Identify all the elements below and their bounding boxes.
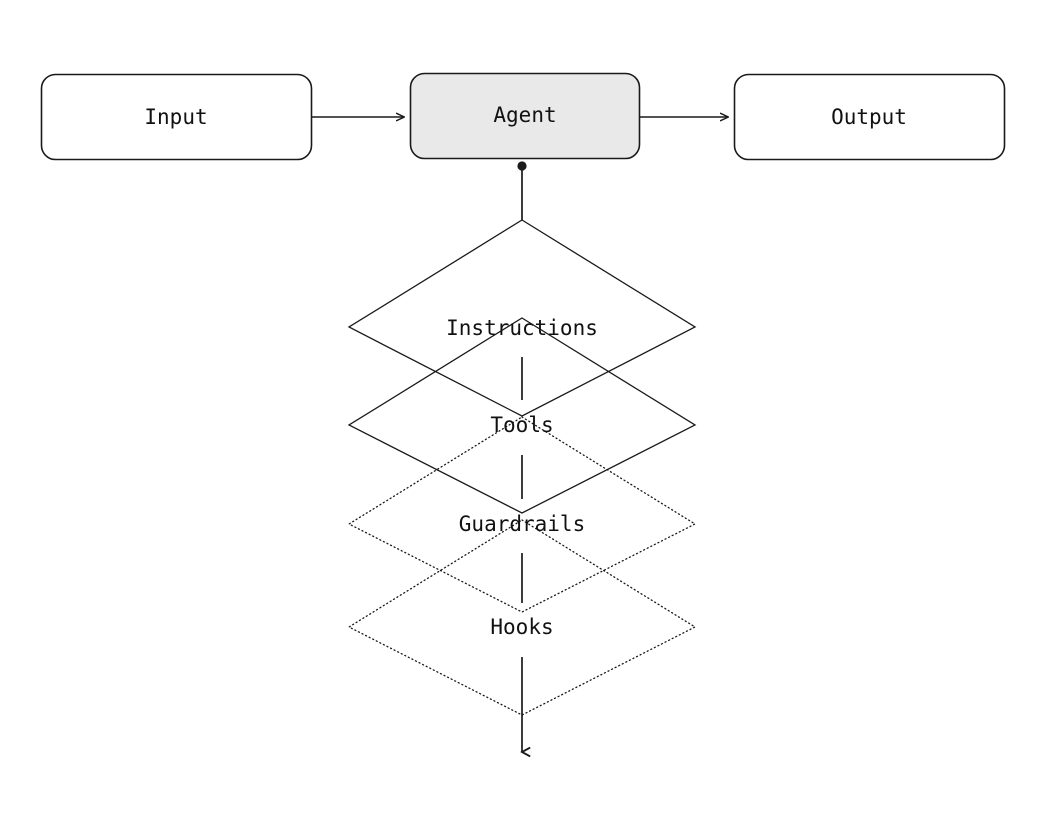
input-box-shape: [40, 73, 313, 161]
layer-hooks[interactable]: Hooks: [347, 519, 697, 716]
output-box-label: Output: [831, 105, 907, 129]
tools-diamond-shape: [347, 317, 697, 514]
agent-box-shape: [409, 72, 641, 160]
guardrails-diamond-shape: [347, 416, 697, 613]
spine-origin-dot: [517, 161, 527, 171]
layer-guardrails[interactable]: Guardrails: [347, 416, 697, 613]
flow-node-output[interactable]: Output: [733, 73, 1006, 161]
hooks-diamond-shape: [347, 519, 697, 716]
input-box-label: Input: [144, 105, 207, 129]
guardrails-label: Guardrails: [459, 512, 585, 536]
instructions-label: Instructions: [446, 316, 598, 340]
flow-node-agent[interactable]: Agent: [409, 72, 641, 160]
layer-tools[interactable]: Tools: [347, 317, 697, 514]
instructions-diamond-shape: [347, 219, 697, 417]
layer-instructions[interactable]: Instructions: [347, 219, 697, 417]
flow-node-input[interactable]: Input: [40, 73, 313, 161]
tools-label: Tools: [490, 413, 553, 437]
agent-box-label: Agent: [493, 103, 556, 127]
hooks-label: Hooks: [490, 615, 553, 639]
output-box-shape: [733, 73, 1006, 161]
